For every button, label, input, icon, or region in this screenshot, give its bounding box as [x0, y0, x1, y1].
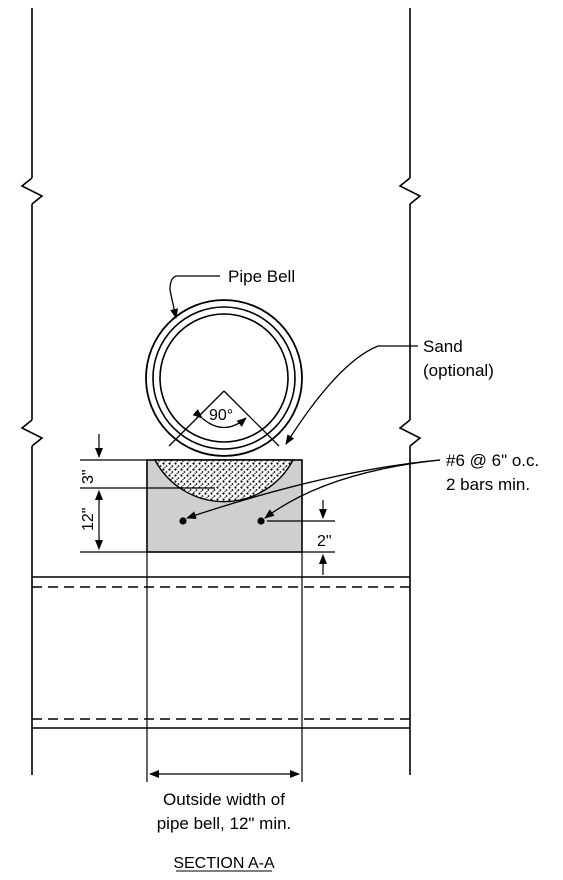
angle-arc: [192, 409, 247, 429]
rebar-label: #6 @ 6" o.c.: [446, 451, 539, 470]
dim-2in: [267, 500, 335, 575]
section-title: SECTION A-A: [173, 855, 275, 872]
dim-12in-label: 12": [80, 508, 97, 531]
main-pipe-top: [32, 576, 410, 588]
width-label-line2: pipe bell, 12" min.: [157, 814, 292, 833]
rebar-left: [179, 517, 187, 525]
pipe-bell-leader: [169, 275, 220, 319]
dim-12in: [80, 490, 147, 553]
angle-label: 90°: [209, 407, 233, 424]
rebar-leader-2: [264, 459, 441, 519]
main-pipe-bottom: [32, 718, 410, 729]
pipe-bell-label: Pipe Bell: [228, 267, 295, 286]
dim-3in: [80, 434, 215, 489]
block-extension-lines: [146, 552, 303, 782]
dim-2in-label: 2": [317, 533, 332, 550]
sand-label: Sand: [423, 337, 463, 356]
width-label-line1: Outside width of: [163, 790, 285, 809]
pipe-bell: [145, 299, 303, 457]
dim-3in-label: 3": [80, 469, 97, 484]
sand-leader: [285, 345, 418, 445]
sand-optional-label: (optional): [423, 361, 494, 380]
rebar-min-label: 2 bars min.: [446, 475, 530, 494]
sand-bedding: [153, 459, 295, 503]
trench-wall-left: [20, 8, 44, 775]
rebar-right: [257, 517, 265, 525]
trench-wall-right: [398, 8, 422, 775]
